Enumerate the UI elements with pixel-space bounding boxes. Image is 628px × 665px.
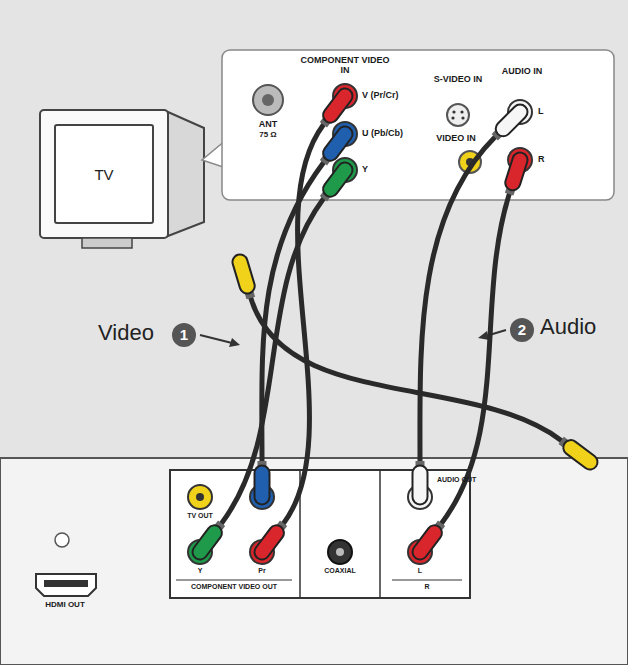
arrow-head [478,331,489,340]
s-video-pin [460,110,463,113]
arrow-head [229,338,240,347]
rca-plug [503,112,520,129]
plug-outline [331,170,345,189]
s-video-jack [447,104,469,126]
hdmi-contacts [44,580,88,587]
rca-plug [240,262,247,286]
cable [262,163,324,461]
port-label: AUDIO OUT [437,476,476,484]
rca-plug [571,448,590,462]
s-video-pin [452,110,455,113]
jack-label: VIDEO IN [436,133,476,143]
rca-plug [331,96,345,115]
jack-label: U (Pb/Cb) [362,128,403,138]
plug-outline [503,112,520,129]
plug-outline [331,96,345,115]
port-label: Y [198,567,203,575]
device-body [0,458,628,665]
callout-panel [222,50,614,200]
tv-label: TV [94,166,113,183]
plug-outline [513,160,520,183]
coaxial-jack [328,540,352,564]
screw-hole [55,533,69,547]
leader-arrow [200,335,232,343]
jack-label: COMPONENT VIDEO IN [297,55,393,76]
rca-plug [331,170,345,189]
jack-label: Y [362,164,368,174]
port-label: COAXIAL [324,567,356,575]
rca-plug [200,533,214,552]
jack-label: V (Pr/Cr) [362,90,399,100]
plug-outline [412,473,429,497]
tv-bezel [40,110,168,238]
callout-number: 1 [172,323,196,347]
jack-label: L [538,106,544,116]
tv-stand [82,238,132,248]
antenna-jack [253,85,283,115]
port-label: L [418,567,422,575]
group-bracket [392,580,462,581]
jack-label: ANT [259,119,278,129]
rca-plug [513,160,520,183]
rca-plug [414,473,427,497]
plug-outline [331,134,345,153]
jack-label: R [538,154,545,164]
hdmi-port [36,574,96,596]
cable [284,125,324,523]
plug-outline [254,473,271,497]
cable-label: Audio [540,314,596,339]
plug-outline [200,533,214,552]
jack-label: S-VIDEO IN [432,74,484,84]
group-bracket [176,580,292,581]
rca-plug [262,533,276,552]
port-label: HDMI OUT [45,600,85,609]
jack-label: AUDIO IN [499,66,545,76]
rca-plug [256,473,269,497]
jack-core [336,548,344,556]
plug-outline [262,533,276,552]
tv-side [168,112,204,236]
jack-core [196,493,204,501]
tv-out-jack [188,485,212,509]
port-label: Pr [258,567,265,575]
cable [251,298,561,440]
s-video-pin [461,116,464,119]
tv-screen: TV [54,124,154,224]
rca-plug [420,533,434,552]
port-label: TV OUT [187,512,213,520]
plug-outline [420,533,434,552]
port-label: R [424,583,429,591]
s-video-pin [451,116,454,119]
cable-label: Video [98,320,154,345]
callout-number: 2 [510,318,534,342]
plug-outline [240,262,247,286]
rca-plug [331,134,345,153]
cable [442,194,510,523]
port-label: COMPONENT VIDEO OUT [191,583,277,591]
jack-label: 75 Ω [259,130,277,139]
panel-divider [379,470,381,598]
plug-outline [571,448,590,462]
rear-panel [170,470,470,598]
antenna-jack-core [262,94,274,106]
